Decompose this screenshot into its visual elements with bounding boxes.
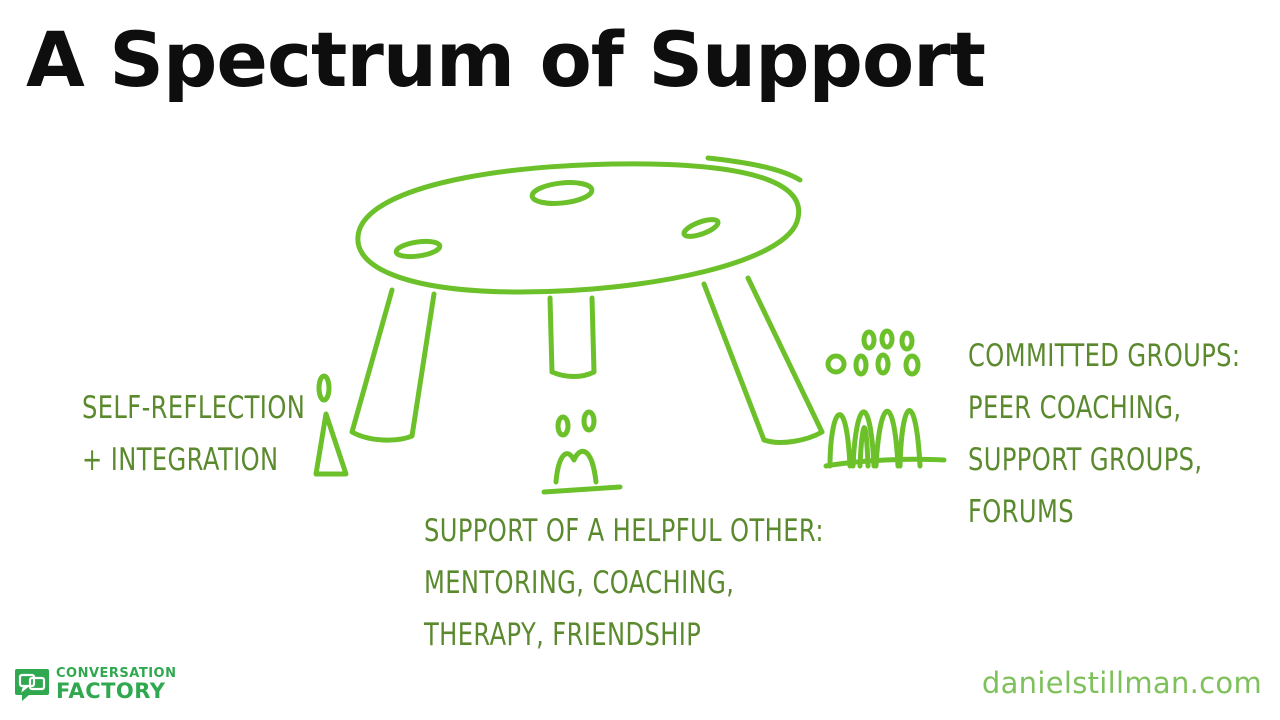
- website-url: danielstillman.com: [981, 666, 1262, 700]
- label-self-reflection: SELF-REFLECTION + INTEGRATION: [82, 382, 305, 486]
- label-groups-line-3: SUPPORT GROUPS,: [968, 442, 1203, 478]
- group-head-2: [861, 329, 877, 351]
- seat-edge-flourish: [705, 155, 803, 183]
- stool-leg-right: [701, 275, 825, 445]
- label-other-line-2: MENTORING, COACHING,: [424, 565, 735, 601]
- group-head-3: [879, 328, 895, 350]
- logo-text-bottom: FACTORY: [56, 679, 166, 703]
- figure-pair-head-left: [555, 414, 571, 438]
- seat-hole-right: [681, 217, 721, 239]
- label-other-line-3: THERAPY, FRIENDSHIP: [424, 617, 702, 653]
- group-bodies: [827, 408, 923, 469]
- figure-single-head: [316, 373, 332, 403]
- figure-single-body: [313, 411, 349, 477]
- page-title: A Spectrum of Support: [26, 15, 986, 104]
- group-head-6: [875, 352, 891, 376]
- conversation-factory-logo: CONVERSATION FACTORY: [14, 667, 176, 702]
- group-head-5: [853, 353, 869, 377]
- speech-bubble-icon: [15, 668, 49, 701]
- label-self-line-2: + INTEGRATION: [82, 442, 279, 478]
- label-helpful-other: SUPPORT OF A HELPFUL OTHER: MENTORING, C…: [424, 505, 824, 661]
- group-head-4: [899, 330, 915, 352]
- group-head-7: [903, 353, 921, 377]
- stool-leg-left: [349, 287, 437, 443]
- group-head-1: [825, 353, 847, 375]
- label-groups-line-2: PEER COACHING,: [968, 390, 1182, 426]
- figure-pair-head-right: [581, 409, 597, 433]
- label-groups-line-4: FORUMS: [968, 494, 1074, 530]
- figure-pair-ground: [541, 484, 623, 495]
- label-other-line-1: SUPPORT OF A HELPFUL OTHER:: [424, 513, 824, 549]
- logo-text-top: CONVERSATION: [56, 666, 177, 681]
- group-ground: [823, 456, 947, 469]
- label-groups-line-1: COMMITTED GROUPS:: [968, 338, 1241, 374]
- stool-leg-center: [547, 295, 597, 379]
- seat-hole-center: [529, 180, 595, 206]
- label-committed-groups: COMMITTED GROUPS: PEER COACHING, SUPPORT…: [968, 330, 1240, 538]
- seat-hole-left: [393, 238, 443, 260]
- label-self-line-1: SELF-REFLECTION: [82, 390, 306, 426]
- figure-pair-bodies: [553, 448, 599, 485]
- stool-seat: [355, 161, 802, 295]
